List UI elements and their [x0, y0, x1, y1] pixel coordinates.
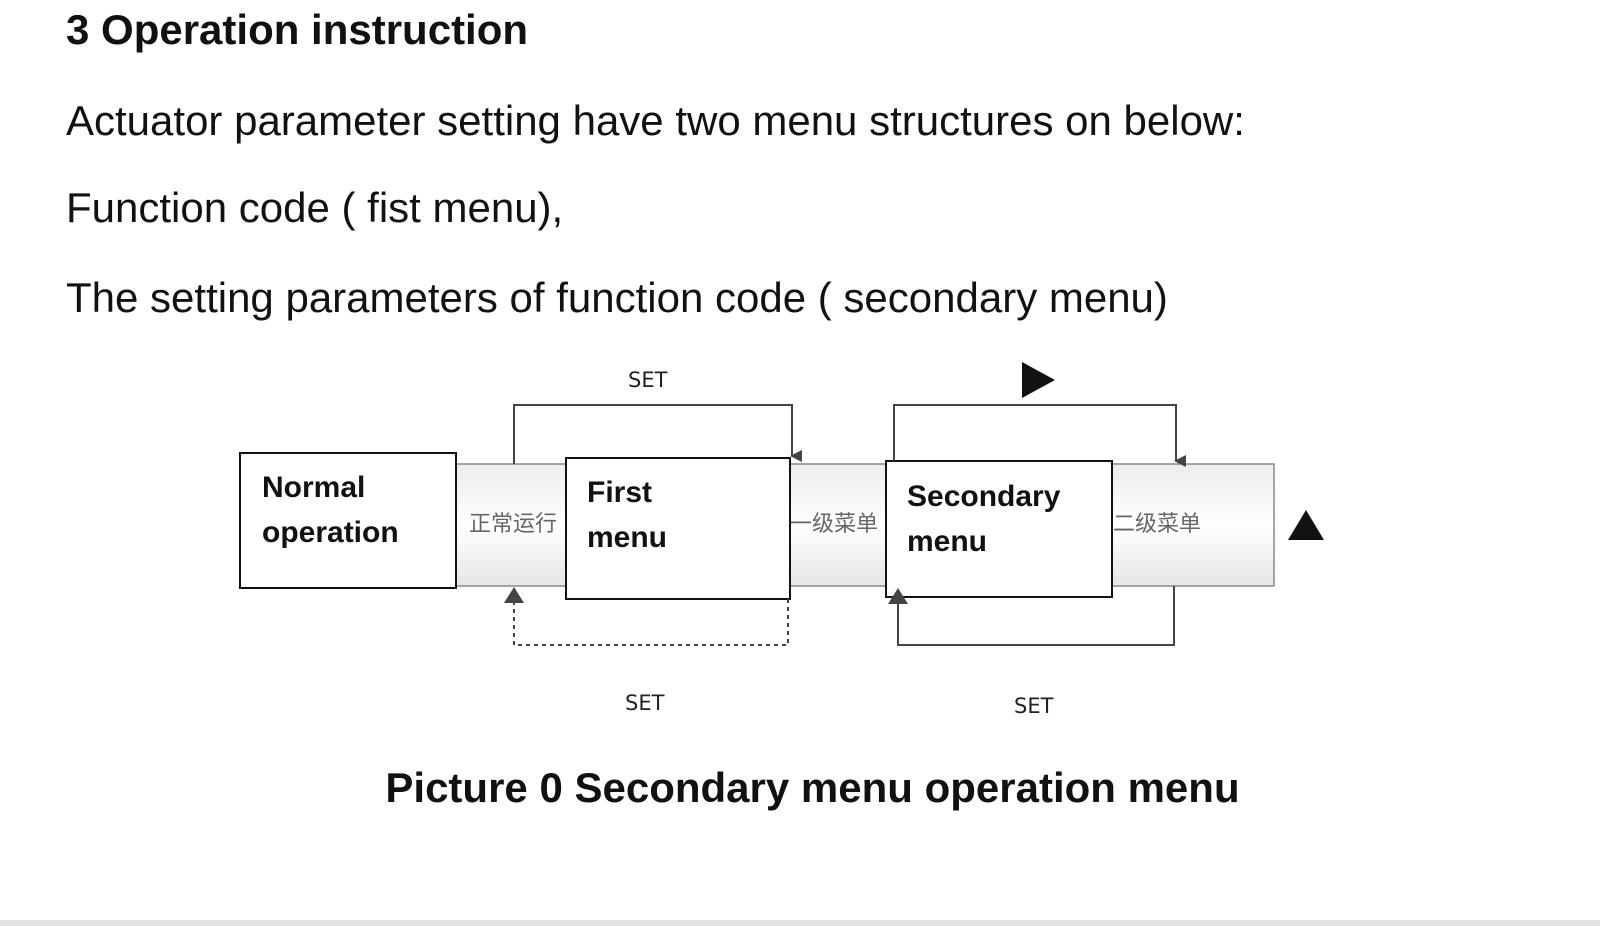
- intro-paragraph: Actuator parameter setting have two menu…: [66, 97, 1245, 144]
- page-bottom-border: [0, 920, 1600, 926]
- box-normal-label-1: Normal: [262, 471, 365, 504]
- arrowhead-secondary-up: [888, 588, 908, 604]
- arrow-first-to-secondary: [893, 404, 1186, 467]
- box-first-label-1: First: [587, 476, 652, 509]
- arrow-first-to-normal: [513, 591, 789, 646]
- box-secondary-menu: [885, 460, 1113, 598]
- setting-parameters-paragraph: The setting parameters of function code …: [66, 274, 1168, 321]
- figure-caption: Picture 0 Secondary menu operation menu: [385, 764, 1240, 811]
- right-triangle-key-icon: [1022, 362, 1055, 398]
- strip-normal: [453, 463, 569, 587]
- set-label-top: SET: [628, 368, 668, 392]
- box-normal-label-2: operation: [262, 516, 399, 549]
- arrow-normal-to-first: [513, 404, 802, 464]
- box-secondary-label-1: Secondary: [907, 480, 1061, 513]
- cn-label-normal: 正常运行: [469, 512, 557, 537]
- set-label-bottom-right: SET: [1014, 694, 1054, 718]
- box-normal-operation: [239, 452, 457, 589]
- box-first-menu: [565, 457, 791, 600]
- function-code-paragraph: Function code ( fist menu),: [66, 184, 564, 231]
- up-triangle-key-icon: [1288, 510, 1324, 540]
- box-first-label-2: menu: [587, 521, 667, 554]
- arrowhead-normal-up: [504, 587, 524, 603]
- menu-structure-diagram: 正常运行 一级菜单 二级菜单 Normal operation First me…: [239, 362, 1324, 718]
- box-secondary-label-2: menu: [907, 525, 987, 558]
- strip-first: [787, 463, 889, 587]
- arrow-secondary-return: [897, 586, 1175, 646]
- cn-label-secondary: 二级菜单: [1113, 512, 1201, 537]
- cn-label-first: 一级菜单: [790, 512, 878, 537]
- section-heading: 3 Operation instruction: [66, 6, 529, 53]
- set-label-bottom-left: SET: [625, 691, 665, 715]
- strip-secondary: [1109, 463, 1275, 587]
